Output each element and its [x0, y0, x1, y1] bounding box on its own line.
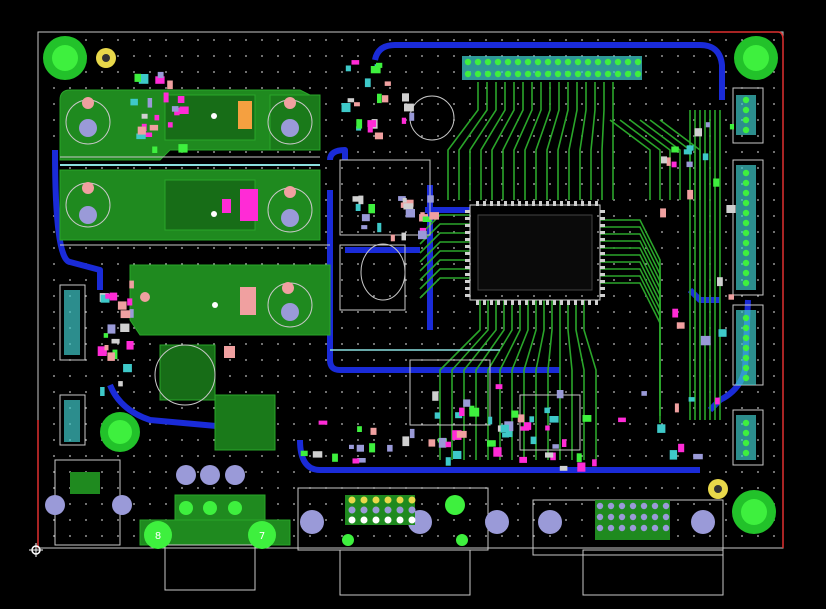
origin-crosshair[interactable] — [29, 543, 43, 557]
top-header-pins — [464, 58, 642, 78]
copper-pours — [59, 89, 331, 546]
bottom-header-pins — [348, 496, 670, 532]
connector-pad-8[interactable]: 8 — [144, 521, 172, 549]
right-terminal-connectors[interactable] — [736, 95, 756, 460]
capacitor-pads — [79, 97, 299, 358]
connector-pad-7[interactable]: 7 — [248, 521, 276, 549]
main-ic-pins — [465, 201, 605, 305]
top-pin-header[interactable] — [462, 56, 642, 80]
left-terminal-connectors[interactable] — [64, 290, 80, 442]
right-connector-pins — [742, 96, 750, 457]
mounting-holes[interactable] — [43, 36, 778, 534]
board-edge-right — [710, 31, 784, 548]
pad-label-8: 8 — [155, 531, 161, 542]
main-ic-footprint[interactable] — [469, 204, 601, 301]
pad-label-7: 7 — [259, 531, 265, 542]
smd-component-pads — [97, 60, 736, 472]
